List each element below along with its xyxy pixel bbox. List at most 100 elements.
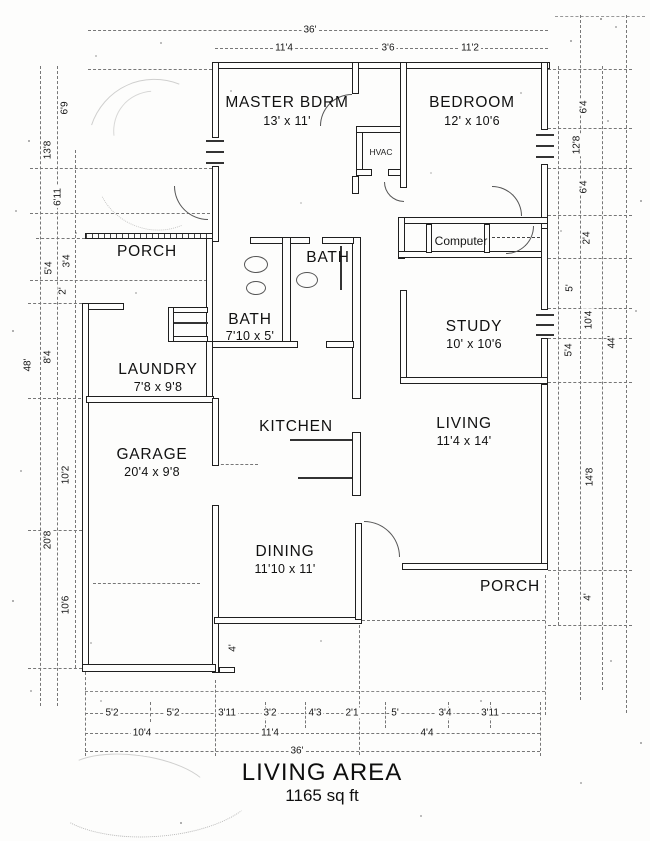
door-arc bbox=[492, 186, 522, 216]
wall-segment bbox=[168, 307, 208, 313]
dimension-line bbox=[85, 691, 545, 692]
dimension-tick bbox=[150, 702, 151, 722]
window-tick bbox=[206, 151, 224, 153]
wall-segment bbox=[356, 126, 404, 133]
wall-segment bbox=[86, 396, 214, 403]
room-size-master-bdrm: 13' x 11' bbox=[263, 114, 311, 128]
room-size-bath-lower: 7'10 x 5' bbox=[225, 329, 275, 343]
wall-segment bbox=[541, 62, 548, 130]
dimension-line bbox=[558, 66, 559, 625]
wall-segment bbox=[212, 398, 219, 466]
door-arc bbox=[384, 182, 404, 202]
sink-fixture bbox=[246, 281, 266, 295]
window-tick bbox=[536, 145, 554, 147]
dim-label: 12'8 bbox=[571, 133, 583, 157]
room-label-study: STUDY bbox=[445, 318, 503, 335]
dimension-line bbox=[548, 128, 632, 129]
room-size-bedroom: 12' x 10'6 bbox=[444, 114, 500, 128]
wall-segment bbox=[82, 303, 89, 671]
dim-label: 5'2 bbox=[164, 707, 182, 719]
dim-label: 5'4 bbox=[563, 341, 575, 359]
toilet-fixture bbox=[244, 256, 268, 273]
dim-label: 10'4 bbox=[583, 308, 595, 332]
dimension-line bbox=[626, 15, 627, 713]
room-label-bath-lower: BATH bbox=[228, 311, 272, 328]
porch-edge-dashed bbox=[362, 620, 545, 621]
wall-segment bbox=[206, 237, 213, 347]
dimension-line bbox=[580, 15, 581, 700]
dimension-line bbox=[57, 66, 58, 706]
dim-label: 3'4 bbox=[61, 252, 73, 270]
dimension-line bbox=[548, 168, 632, 169]
wall-segment bbox=[250, 237, 310, 244]
wall-segment bbox=[219, 667, 235, 673]
garage-door-dashed bbox=[93, 583, 200, 584]
dim-label: 6'11 bbox=[52, 186, 64, 208]
window-tick bbox=[536, 314, 554, 316]
dimension-line bbox=[548, 69, 632, 70]
dim-label: 3'4 bbox=[436, 707, 454, 719]
window-tick bbox=[536, 134, 554, 136]
dim-label: 4' bbox=[582, 591, 594, 603]
dim-label: 6'4 bbox=[578, 98, 590, 116]
dimension-line bbox=[28, 668, 82, 669]
dimension-line bbox=[36, 238, 85, 239]
wall-segment bbox=[400, 62, 407, 188]
window-tick bbox=[536, 334, 554, 336]
dim-label: 20'8 bbox=[42, 528, 54, 552]
dimension-line bbox=[548, 308, 632, 309]
dimension-line bbox=[555, 16, 645, 17]
wall-segment bbox=[212, 62, 219, 138]
wall-segment bbox=[352, 237, 361, 399]
wall-segment bbox=[326, 341, 354, 348]
wall-segment bbox=[352, 62, 359, 94]
dimension-line bbox=[548, 382, 632, 383]
dimension-line bbox=[548, 258, 632, 259]
wall-segment bbox=[541, 384, 548, 570]
dim-label: 14'8 bbox=[584, 465, 596, 489]
plan-title: LIVING AREA bbox=[241, 759, 403, 786]
dim-label: 3'11 bbox=[479, 707, 501, 719]
dim-label: 5'4 bbox=[43, 259, 55, 277]
room-label-bath-upper: BATH bbox=[306, 249, 350, 266]
room-label-porch-bottom: PORCH bbox=[480, 578, 540, 595]
room-label-kitchen: KITCHEN bbox=[259, 418, 333, 435]
wall-segment bbox=[212, 166, 219, 242]
dimension-line bbox=[545, 575, 546, 715]
dim-label: 3'6 bbox=[379, 42, 397, 54]
dim-label: 2' bbox=[57, 285, 69, 297]
dim-label: 13'8 bbox=[42, 138, 54, 162]
wall-segment bbox=[402, 563, 548, 570]
room-label-hvac: HVAC bbox=[369, 147, 393, 157]
dimension-line bbox=[28, 530, 82, 531]
dim-label: 4' bbox=[227, 642, 239, 654]
dimension-line bbox=[548, 625, 632, 626]
room-label-master-bdrm: MASTER BDRM bbox=[225, 94, 349, 111]
kitchen-counter-line bbox=[290, 439, 352, 441]
wall-segment bbox=[426, 224, 432, 253]
scan-speckles bbox=[0, 0, 2, 2]
wall-segment bbox=[398, 217, 548, 224]
kitchen-counter-line bbox=[298, 477, 352, 479]
wall-segment bbox=[352, 176, 359, 194]
wall-segment bbox=[355, 523, 362, 620]
room-label-porch-top: PORCH bbox=[117, 243, 177, 260]
plan-subtitle: 1165 sq ft bbox=[285, 786, 359, 805]
room-size-living: 11'4 x 14' bbox=[436, 434, 492, 448]
room-label-computer: Computer bbox=[434, 234, 488, 248]
dimension-line bbox=[548, 338, 632, 339]
dimension-line bbox=[28, 303, 82, 304]
dim-label: 8'4 bbox=[42, 348, 54, 366]
room-label-living: LIVING bbox=[436, 415, 492, 432]
dim-label: 6'9 bbox=[59, 99, 71, 117]
wall-segment bbox=[541, 228, 548, 310]
window-tick bbox=[536, 324, 554, 326]
dimension-line bbox=[85, 733, 540, 734]
dimension-line bbox=[30, 280, 212, 281]
dimension-tick bbox=[540, 702, 541, 756]
room-label-garage: GARAGE bbox=[116, 446, 188, 463]
dim-label: 11'4 bbox=[273, 42, 295, 54]
wall-segment bbox=[400, 290, 407, 384]
room-size-dining: 11'10 x 11' bbox=[254, 562, 316, 576]
